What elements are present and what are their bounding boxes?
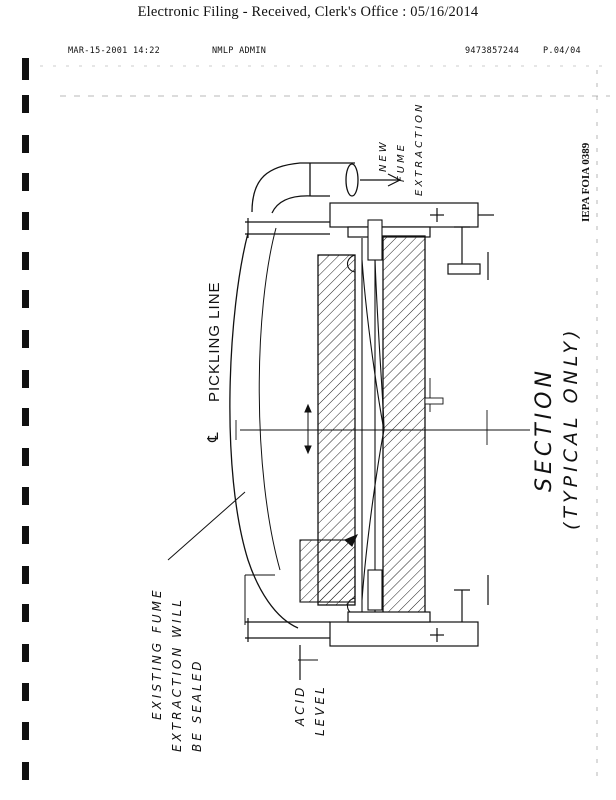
- top-flange: [245, 202, 494, 280]
- fax-phone: 9473857244: [465, 46, 520, 56]
- document-id-stamp: IEPA FOIA 0389: [580, 142, 592, 222]
- label-new-fume-3: EXTRACTION: [414, 101, 425, 196]
- new-fume-arrow: [360, 173, 402, 187]
- label-section: SECTION: [532, 367, 557, 492]
- label-existing-2: EXTRACTION WILL: [170, 597, 184, 752]
- label-new-fume-2: FUME: [396, 141, 407, 182]
- fax-date-time: MAR-15-2001 14:22: [68, 46, 161, 56]
- punch-marks: [22, 58, 29, 780]
- hatched-block-right: [382, 235, 426, 617]
- label-existing-1: EXISTING FUME: [150, 587, 164, 720]
- centerline: [235, 378, 530, 445]
- label-existing-3: BE SEALED: [190, 658, 204, 752]
- filing-stamp-header: Electronic Filing - Received, Clerk's Of…: [137, 4, 479, 20]
- label-typical-only: (TYPICAL ONLY): [560, 326, 582, 530]
- centerline-symbol: ℄: [204, 432, 222, 442]
- bottom-flange: [245, 575, 489, 680]
- tank-shell: [229, 232, 299, 629]
- fax-sender: NMLP ADMIN: [212, 46, 267, 56]
- label-acid-level-1: ACID: [293, 684, 307, 726]
- label-acid-level-2: LEVEL: [313, 684, 327, 736]
- label-pickling-line: PICKLING LINE: [206, 281, 223, 402]
- fax-page-number: P.04/04: [543, 46, 581, 56]
- label-new-fume-1: NEW: [378, 139, 389, 172]
- new-fume-duct: [251, 162, 359, 214]
